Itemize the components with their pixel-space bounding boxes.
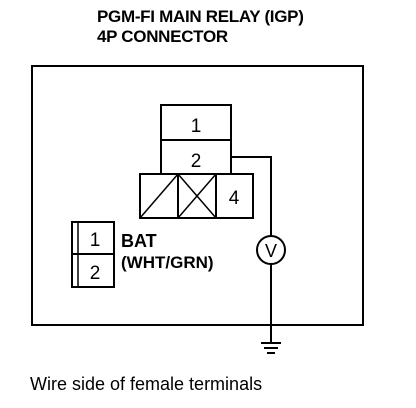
title-line-2: 4P CONNECTOR [97, 27, 228, 46]
connector-pin-2: 2 [191, 151, 202, 172]
voltmeter-letter: V [265, 241, 277, 261]
empty-cell-cross [139, 173, 179, 219]
diagram-caption: Wire side of female terminals [30, 374, 263, 394]
title-line-1: PGM-FI MAIN RELAY (IGP) [97, 7, 304, 26]
connector-pin-4: 4 [229, 188, 240, 209]
side-terminal-2: 2 [90, 263, 101, 284]
diagram-title: PGM-FI MAIN RELAY (IGP) 4P CONNECTOR [97, 7, 304, 47]
bat-label: BAT [121, 231, 157, 251]
side-terminal-1: 1 [90, 230, 101, 251]
wire-color-label: (WHT/GRN) [121, 253, 214, 272]
probe-wire [231, 156, 272, 236]
connector-outline [31, 65, 364, 326]
empty-cell-cross [177, 173, 217, 219]
connector-pin-1: 1 [191, 116, 202, 137]
